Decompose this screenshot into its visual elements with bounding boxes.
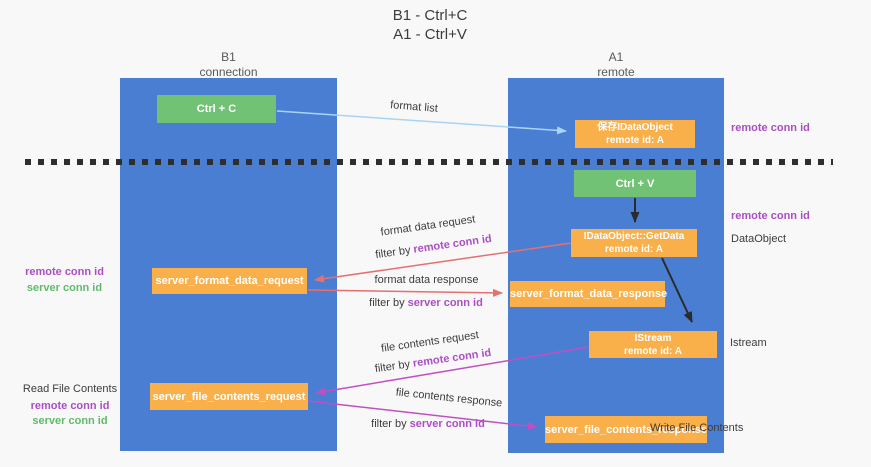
filter-keyword-server-conn-id: server conn id [407,297,483,309]
right-remote-conn-id-top-label: remote conn id [731,122,810,134]
arrow-file-contents-response [307,400,538,430]
left-conn-id-labels: remote conn id server conn id [22,264,107,296]
istream-label: Istream [730,337,767,349]
node-format-response-label: server_format_data_response [510,288,668,300]
right-remote-conn-id-mid-label: remote conn id [731,210,810,222]
node-istream-line2: remote id: A [624,345,682,357]
node-istream-line1: IStream [634,332,672,344]
node-server-format-data-response: server_format_data_response [510,281,668,307]
node-server-file-contents-request: server_file_contents_request [150,383,308,410]
node-getdata-line2: remote id: A [605,244,663,255]
node-file-request-label: server_file_contents_request [152,390,306,403]
column-header-b1: B1 connection [120,50,337,80]
left-remote-conn-id-label-2: remote conn id [30,400,110,412]
arrow-format-data-response [307,288,503,297]
node-save-idataobject-line1: 保存IDataObject [597,122,673,133]
left-server-conn-id-label-2: server conn id [32,415,108,427]
left-server-conn-id-label: server conn id [26,282,103,294]
filter-prefix: filter by [369,297,405,309]
node-ctrl-v: Ctrl + V [574,170,696,197]
arrow-format-data-request [314,242,572,283]
column-b1-name: B1 [221,50,236,64]
node-ctrl-c: Ctrl + C [157,95,276,123]
column-a1-name: A1 [608,50,624,64]
filter-keyword-server-conn-id: server conn id [409,418,485,430]
column-b1-subtitle: connection [199,65,258,79]
node-save-idataobject-line2: remote id: A [606,135,664,146]
title-line-1: B1 - Ctrl+C [392,7,468,24]
node-ctrl-v-label: Ctrl + V [615,177,655,190]
diagram-title: B1 - Ctrl+C A1 - Ctrl+V [320,6,540,44]
dataobject-label: DataObject [731,233,787,245]
filter-prefix: filter by [371,418,407,430]
read-file-contents-label: Read File Contents [22,383,118,395]
node-server-format-data-request: server_format_data_request [152,268,307,294]
column-header-a1: A1 remote [508,50,724,80]
node-format-request-label: server_format_data_request [155,275,304,287]
node-istream: IStream remote id: A [589,331,717,358]
node-getdata-line1: IDataObject::GetData [583,231,685,242]
node-server-file-contents-response: server_file_contents_response [545,416,707,443]
arrow-getdata-to-istream [661,257,693,323]
node-ctrl-c-label: Ctrl + C [196,103,237,115]
arrow-format-list [276,110,567,135]
edge-label-format-data-response: format data response [374,274,479,286]
node-file-response-label: server_file_contents_response [545,423,708,436]
node-save-idataobject: 保存IDataObject remote id: A [575,120,695,148]
node-idataobject-getdata: IDataObject::GetData remote id: A [571,229,697,257]
arrow-file-contents-request [315,346,590,396]
title-line-2: A1 - Ctrl+V [393,26,467,43]
column-a1-subtitle: remote [597,65,635,79]
left-remote-conn-id-label: remote conn id [25,266,104,278]
read-file-contents-group: Read File Contents remote conn id server… [20,382,120,429]
write-file-contents-label: Write File Contents [650,422,744,434]
